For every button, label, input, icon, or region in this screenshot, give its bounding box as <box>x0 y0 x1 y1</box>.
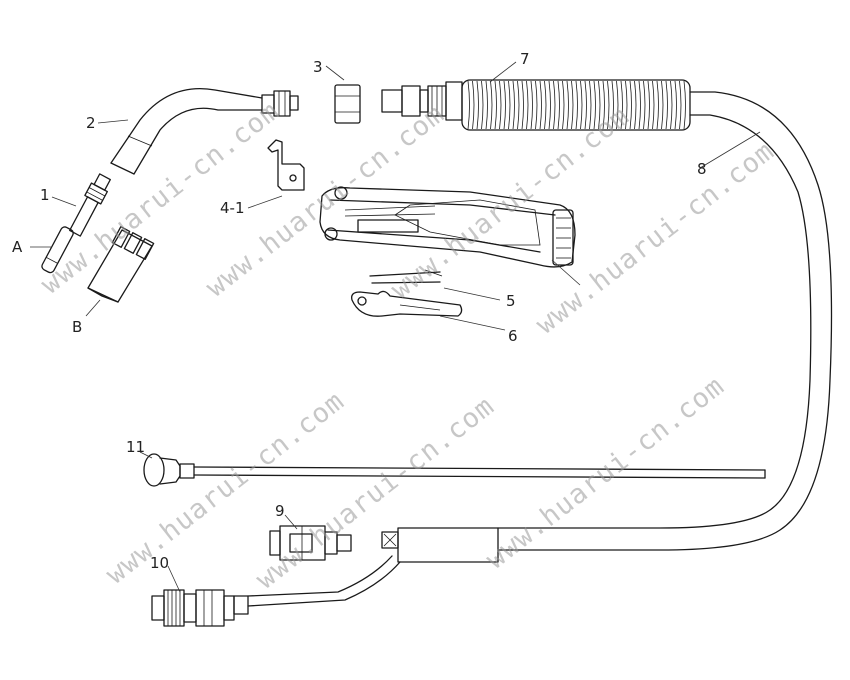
label-9: 9 <box>275 502 285 520</box>
spring-coil <box>620 80 623 130</box>
handle-body <box>319 186 576 268</box>
spring-coil <box>674 80 677 130</box>
spring-coil <box>616 80 619 130</box>
spring-coil <box>670 80 673 130</box>
spring-coil <box>580 80 583 130</box>
spring-coil <box>494 80 497 130</box>
watermark: www.huarui-cn.com <box>480 370 730 575</box>
spring-coil <box>472 80 475 130</box>
label-3: 3 <box>313 58 323 76</box>
label-7: 7 <box>520 50 530 68</box>
label-8: 8 <box>697 160 707 178</box>
spring-coil <box>530 80 533 130</box>
spring-coil <box>589 80 592 130</box>
spring-coil <box>665 80 668 130</box>
spring-coil <box>611 80 614 130</box>
spring-coil <box>503 80 506 130</box>
spring-coil <box>598 80 601 130</box>
label-4-1: 4-1 <box>220 199 245 217</box>
label-11: 11 <box>126 438 145 456</box>
spring-coil <box>562 80 565 130</box>
spring-coil <box>526 80 529 130</box>
spring-coil <box>683 80 686 130</box>
spring-coil <box>548 80 551 130</box>
spring-coil <box>490 80 493 130</box>
part-2-goose-neck <box>110 87 299 175</box>
spring-coil <box>499 80 502 130</box>
spring-coil <box>584 80 587 130</box>
spring-coil <box>476 80 479 130</box>
spring-coil <box>553 80 556 130</box>
part-7-cable-connector <box>381 81 463 121</box>
spring-coil <box>535 80 538 130</box>
part-7-spring-guard <box>461 79 691 131</box>
spring-coil <box>656 80 659 130</box>
spring-coil <box>643 80 646 130</box>
spring-coil <box>638 80 641 130</box>
part-8-main-cable <box>247 91 833 607</box>
spring-coil <box>467 80 470 130</box>
spring-coil <box>661 80 664 130</box>
label-b: B <box>72 318 82 336</box>
part-10-control-plug <box>151 589 249 627</box>
label-2: 2 <box>86 114 96 132</box>
spring-coil <box>593 80 596 130</box>
spring-coil <box>539 80 542 130</box>
watermarks: www.huarui-cn.com www.huarui-cn.com www.… <box>35 95 780 595</box>
spring-coil <box>602 80 605 130</box>
spring-coil <box>575 80 578 130</box>
spring-coil <box>485 80 488 130</box>
label-10: 10 <box>150 554 169 572</box>
spring-coil <box>679 80 682 130</box>
part-6-trigger <box>351 290 463 317</box>
spring-coil <box>571 80 574 130</box>
spring-coil <box>544 80 547 130</box>
spring-coil <box>652 80 655 130</box>
leader-lines <box>30 61 761 593</box>
part-5-switch-wires <box>369 269 443 284</box>
label-a: A <box>12 238 23 256</box>
spring-coil <box>508 80 511 130</box>
spring-coil <box>647 80 650 130</box>
spring-coil <box>517 80 520 130</box>
part-11-liner <box>143 453 766 487</box>
part-b-nozzle <box>87 226 155 303</box>
part-3-bushing <box>334 84 361 124</box>
handle-grip-pattern <box>394 199 541 246</box>
spring-coil <box>566 80 569 130</box>
spring-coil <box>557 80 560 130</box>
spring-coil <box>625 80 628 130</box>
label-5: 5 <box>506 292 516 310</box>
label-1: 1 <box>40 186 50 204</box>
part-9-adapter <box>269 525 352 561</box>
spring-coil <box>512 80 515 130</box>
spring-coil <box>607 80 610 130</box>
spring-coil <box>629 80 632 130</box>
label-6: 6 <box>508 327 518 345</box>
part-1-tip-holder <box>69 173 111 237</box>
spring-coil <box>521 80 524 130</box>
spring-coil <box>481 80 484 130</box>
spring-coil <box>634 80 637 130</box>
part-4-1-bracket <box>267 139 305 191</box>
